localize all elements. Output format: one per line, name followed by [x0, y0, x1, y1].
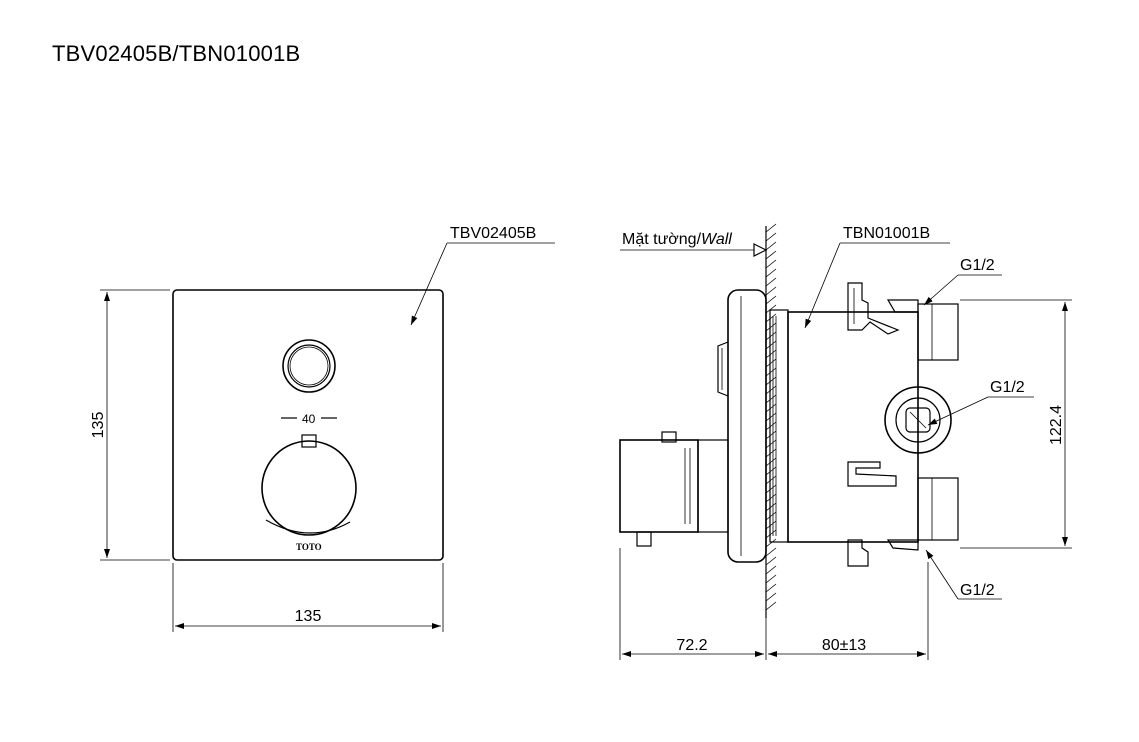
svg-text:G1/2: G1/2 [990, 379, 1025, 396]
valve-body [769, 282, 959, 567]
wall-hatch-line [765, 565, 777, 575]
side-height-dimension: 122.4 [960, 299, 1072, 549]
wall-hatch-line [765, 529, 777, 539]
port-label-top: G1/2 [923, 257, 1002, 306]
wall-hatch-line [765, 466, 777, 476]
thermostat-knob: TOTO [261, 434, 357, 552]
wall-hatch-line [765, 349, 777, 359]
wall-hatch-line [765, 448, 777, 458]
handle-side [619, 431, 729, 547]
wall-hatch-line [765, 394, 777, 404]
wall-label-prefix: Mặt tường/ [622, 231, 702, 248]
wall-hatch-line [765, 376, 777, 386]
front-height-value: 135 [90, 412, 107, 439]
wall-hatch-line [765, 430, 777, 440]
depth-dimensions: 72.2 80±13 [619, 548, 929, 660]
wall-hatch-line [765, 421, 777, 431]
wall-hatch-line [765, 502, 777, 512]
wall-hatch-line [765, 592, 777, 602]
wall-hatch-line [765, 475, 777, 485]
port-label-middle: G1/2 [927, 379, 1034, 426]
temperature-scale: 40 [281, 412, 337, 426]
front-view: TBV02405B 40 TOTO 135 [90, 225, 555, 632]
wall-hatch-line [765, 493, 777, 503]
wall-hatch-line [765, 556, 777, 566]
svg-text:G1/2: G1/2 [960, 257, 995, 274]
wall-label-suffix: Wall [701, 231, 732, 248]
wall-hatch-line [765, 340, 777, 350]
wall-hatch-line [765, 313, 777, 323]
front-width-value: 135 [295, 608, 322, 625]
wall-hatch-line [765, 583, 777, 593]
port-label-bottom: G1/2 [925, 549, 1002, 600]
wall-hatch-line [765, 223, 777, 233]
wall-hatch-line [765, 277, 777, 287]
front-plate [172, 289, 444, 561]
middle-port [884, 386, 952, 454]
wall-hatch-line [765, 403, 777, 413]
wall-hatch-line [765, 601, 777, 611]
wall-hatch-line [765, 511, 777, 521]
wall-hatch-line [765, 484, 777, 494]
wall-hatch-line [765, 358, 777, 368]
svg-text:G1/2: G1/2 [960, 582, 995, 599]
wall-hatch-line [765, 331, 777, 341]
wall-hatch-line [765, 295, 777, 305]
wall-hatch-line [765, 385, 777, 395]
wall-hatch-line [765, 286, 777, 296]
wall [765, 223, 777, 618]
brand-logo: TOTO [296, 542, 322, 552]
wall-hatch-line [765, 538, 777, 548]
wall-hatch-line [765, 439, 777, 449]
front-width-dimension: 135 [172, 563, 444, 632]
wall-hatch-line [765, 412, 777, 422]
wall-hatch-line [765, 250, 777, 260]
wall-hatch-line [765, 547, 777, 557]
wall-label: Mặt tường/Wall [622, 231, 732, 248]
wall-hatch-line [765, 520, 777, 530]
wall-hatch-line [765, 241, 777, 251]
wall-hatch-line [765, 574, 777, 584]
wall-hatch-line [765, 367, 777, 377]
wall-hatch-line [765, 322, 777, 332]
depth-back-value: 80±13 [822, 637, 866, 654]
front-part-label: TBV02405B [450, 225, 536, 242]
page-title: TBV02405B/TBN01001B [52, 41, 301, 66]
scale-mark-40: 40 [302, 412, 316, 426]
body-part-label: TBN01001B [843, 225, 930, 242]
wall-hatch-line [765, 268, 777, 278]
depth-front-value: 72.2 [676, 637, 707, 654]
push-button [282, 339, 336, 393]
wall-hatch-line [765, 304, 777, 314]
wall-hatch-line [765, 259, 777, 269]
side-view: Mặt tường/Wall TBN01001B [619, 223, 1072, 660]
wall-hatch-line [765, 457, 777, 467]
wall-hatch-line [765, 232, 777, 242]
side-height-value: 122.4 [1048, 405, 1065, 445]
front-height-dimension: 135 [90, 289, 170, 561]
trim-plate-side [717, 289, 767, 563]
